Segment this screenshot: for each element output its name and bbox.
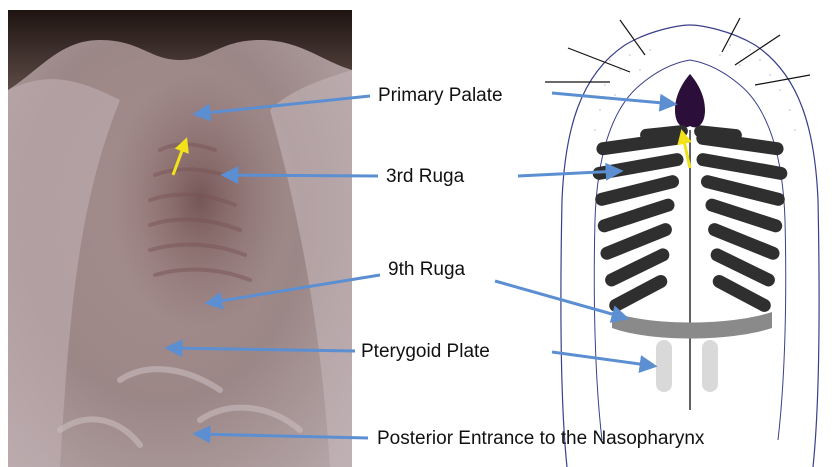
schematic-yellow-arrow: [682, 132, 690, 168]
ninth-ruga-shape: [612, 312, 772, 339]
palate-schematic: [545, 18, 819, 467]
primary-palate-shape: [675, 74, 705, 127]
label-pterygoid-plate: Pterygoid Plate: [361, 341, 490, 362]
label-3rd-ruga: 3rd Ruga: [386, 166, 465, 187]
label-9th-ruga: 9th Ruga: [388, 259, 466, 280]
pterygoid-arrow-right: [552, 352, 654, 366]
pterygoid-plate-right: [702, 340, 718, 392]
palate-photograph: [8, 10, 352, 467]
label-primary-palate: Primary Palate: [378, 85, 503, 106]
label-posterior-entrance: Posterior Entrance to the Nasopharynx: [377, 428, 705, 449]
pterygoid-plate-left: [656, 340, 672, 392]
ruga-3-arrow-left: [224, 175, 378, 176]
primary-palate-arrow-right: [552, 93, 674, 104]
